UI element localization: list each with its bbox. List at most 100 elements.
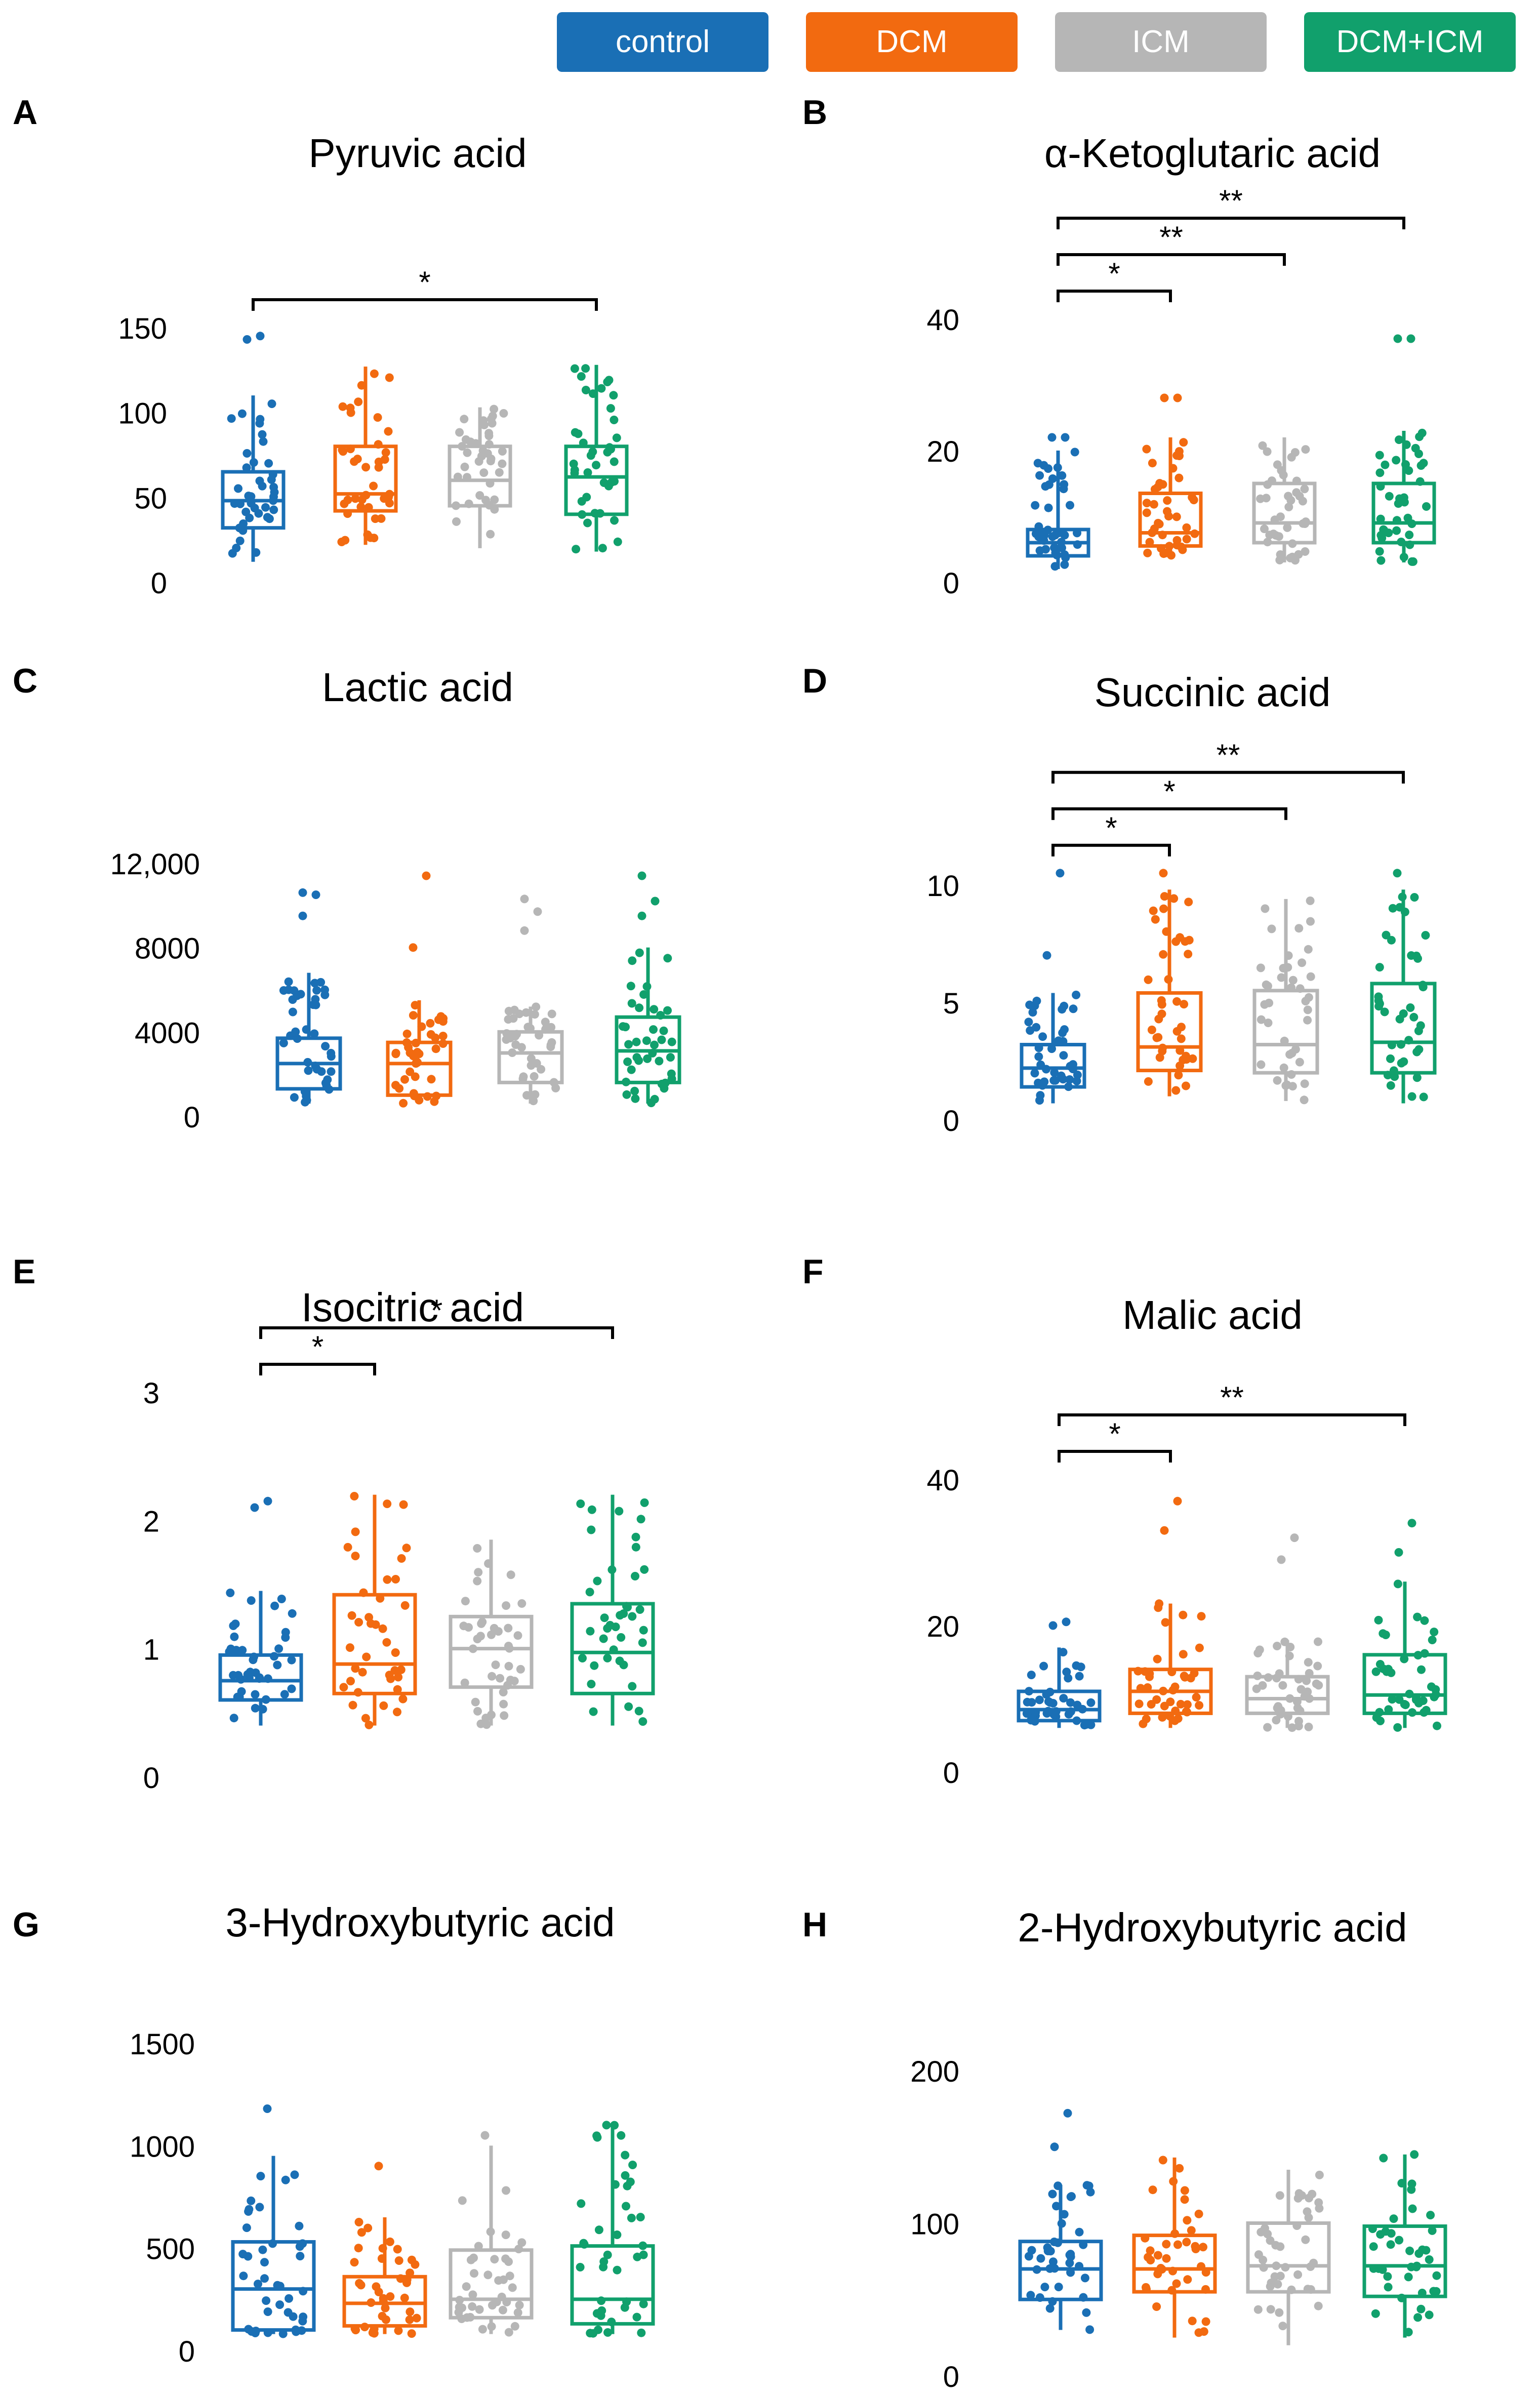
data-point [1052,2202,1061,2211]
data-point [412,2313,421,2323]
data-point [1026,1026,1035,1035]
data-point [1155,1053,1164,1062]
data-point [610,477,619,486]
box-dcm-icm [1371,334,1436,566]
outlier-point [1160,393,1169,402]
outlier-point [651,897,660,906]
outlier-point [256,332,265,341]
legend-item-dcm: DCM [806,12,1018,72]
data-point [1255,1645,1264,1654]
data-point [355,2279,364,2288]
data-point [470,2269,478,2278]
data-point [287,1655,296,1665]
data-point [627,2213,636,2222]
data-point [400,1601,410,1610]
data-point [1048,2257,1058,2266]
data-point [570,364,579,373]
box-body [1017,1689,1102,1723]
box-body [570,1602,655,1695]
data-point [1382,930,1391,940]
box-control [275,888,342,1107]
data-point [1273,1076,1282,1085]
data-point [1191,2245,1200,2253]
data-point [1275,555,1284,564]
data-point [617,2131,626,2140]
data-point [1048,2189,1057,2199]
data-point [604,376,614,385]
data-point [400,1075,409,1084]
data-point [1428,2226,1437,2235]
data-point [1257,1015,1266,1024]
data-point [1031,529,1040,538]
significance-bracket [1058,1450,1172,1463]
data-point [1158,2156,1167,2165]
data-point [1381,1631,1390,1639]
data-point [1050,531,1060,540]
data-point [1303,1005,1312,1014]
data-point [576,2263,585,2271]
data-point [1414,2249,1424,2258]
data-point [1151,915,1160,924]
data-point [394,2326,403,2335]
data-point [1417,1665,1426,1674]
data-point [621,1023,630,1032]
data-point [1069,1004,1078,1013]
data-point [1293,1703,1302,1713]
data-point [1059,1694,1068,1703]
data-point [530,1010,539,1019]
data-point [258,2245,267,2254]
data-point [473,1576,482,1586]
y-tick-label: 1000 [130,2130,195,2163]
data-point [635,1605,644,1614]
data-point [1267,2279,1276,2287]
data-point [1306,896,1315,905]
data-point [1183,2216,1192,2225]
data-point [1387,2229,1396,2238]
data-point [1284,492,1293,501]
y-tick-label: 0 [151,567,167,600]
box-icm [449,1539,534,1729]
box-body [1362,1653,1447,1715]
data-point [391,1648,400,1657]
data-point [395,1084,404,1093]
data-point [599,1634,608,1643]
box-body [1252,989,1319,1075]
data-point [406,2307,415,2317]
box-body [449,1614,534,1689]
data-point [1058,471,1067,480]
data-point [226,1589,235,1597]
data-point [642,1036,651,1045]
data-point [478,1617,487,1627]
data-point [263,2307,272,2316]
data-point [1050,1068,1059,1077]
outlier-point [1393,334,1402,343]
data-point [484,429,494,438]
significance-label: * [419,265,430,299]
significance-label: * [1163,775,1175,808]
data-point [226,1644,235,1653]
data-point [1183,1700,1192,1709]
data-point [1161,1618,1170,1627]
data-point [517,1599,526,1608]
data-point [617,1633,626,1642]
data-point [1179,1610,1188,1619]
data-point [1185,936,1194,945]
data-point [288,1609,297,1618]
data-point [515,2301,524,2309]
data-point [581,364,590,373]
data-point [261,503,270,512]
data-point [287,1684,296,1693]
data-point [473,1707,482,1716]
data-point [487,415,496,424]
data-point [1393,1579,1402,1589]
data-point [285,2294,294,2303]
data-point [1180,1000,1189,1009]
data-point [277,1595,286,1603]
data-point [1180,2186,1189,2195]
data-point [452,517,461,526]
data-point [411,1072,420,1081]
data-point [291,1027,300,1036]
data-point [1279,1063,1288,1072]
data-point [1294,1722,1303,1731]
